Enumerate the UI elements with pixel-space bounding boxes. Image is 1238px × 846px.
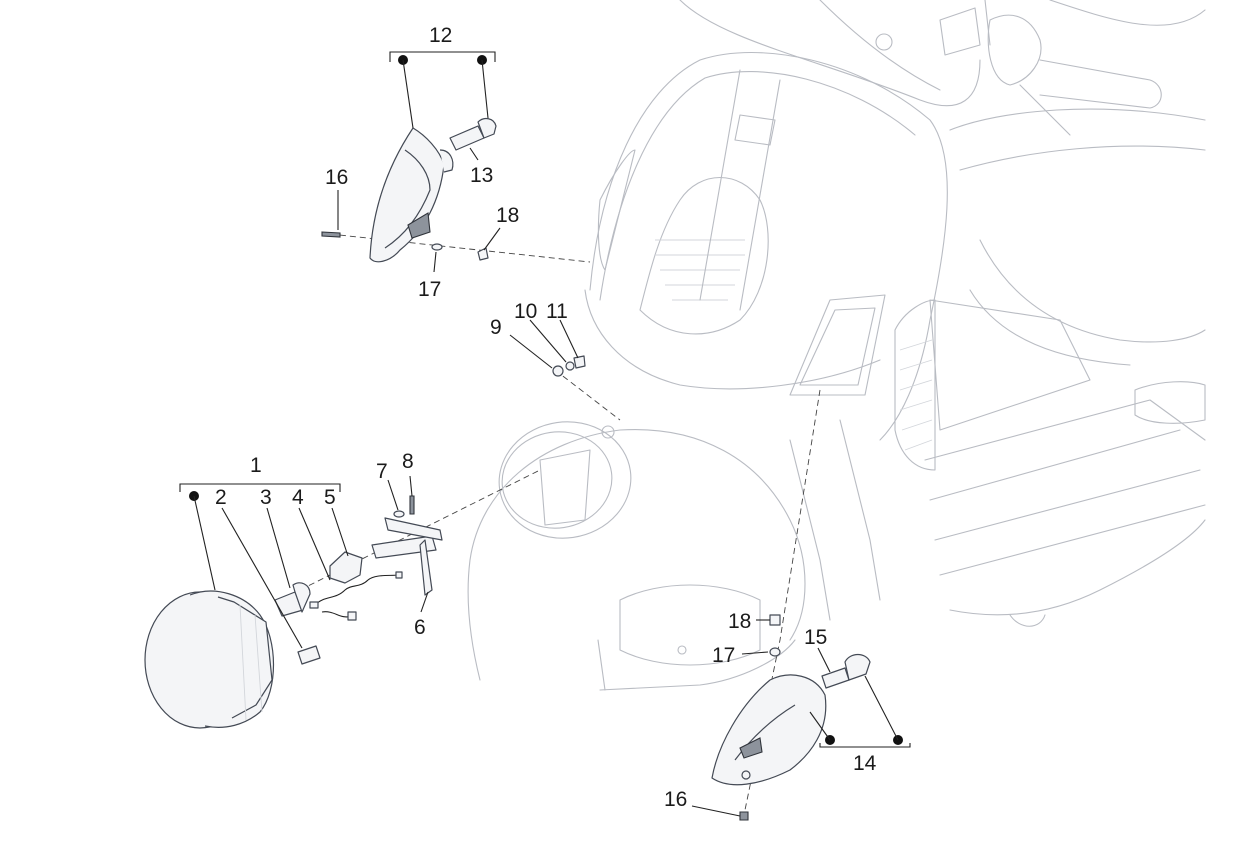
callout-4: 4 xyxy=(292,486,304,509)
bulb-holder xyxy=(329,551,363,584)
headlight-bulb xyxy=(274,582,311,617)
callout-15: 15 xyxy=(804,626,827,649)
left-clip xyxy=(477,247,489,261)
callout-12: 12 xyxy=(429,24,452,47)
scooter-body-outline xyxy=(467,0,1206,691)
callout-17-upper: 17 xyxy=(418,278,441,301)
right-bulb xyxy=(821,653,871,689)
left-bulb xyxy=(449,117,497,151)
callout-8: 8 xyxy=(402,450,414,473)
callout-9: 9 xyxy=(490,316,502,339)
left-washer xyxy=(431,243,443,251)
left-screw xyxy=(321,231,341,238)
callout-7: 7 xyxy=(376,460,388,483)
right-turn-indicator xyxy=(711,674,827,786)
callout-16-lower: 16 xyxy=(664,788,687,811)
callout-labels: 12 13 16 18 17 9 10 11 1 2 3 4 5 7 8 6 1… xyxy=(215,24,877,811)
wiring-harness xyxy=(309,571,403,621)
callout-17-lower: 17 xyxy=(712,644,735,667)
callout-leaders xyxy=(179,51,911,817)
callout-13: 13 xyxy=(470,164,493,187)
callout-5: 5 xyxy=(324,486,336,509)
callout-14: 14 xyxy=(853,752,877,775)
headlight-bracket xyxy=(371,517,443,596)
left-turn-indicator xyxy=(369,127,454,263)
headlight-unit xyxy=(144,590,274,729)
bracket-fasteners xyxy=(393,495,415,518)
callout-18-lower: 18 xyxy=(728,610,751,633)
callout-2: 2 xyxy=(215,486,227,509)
callout-18-upper: 18 xyxy=(496,204,519,227)
mount-fasteners xyxy=(552,355,586,377)
callout-3: 3 xyxy=(260,486,272,509)
parking-bulb xyxy=(297,645,321,665)
callout-1: 1 xyxy=(250,454,262,477)
callout-6: 6 xyxy=(414,616,426,639)
callout-16-upper: 16 xyxy=(325,166,348,189)
callout-11: 11 xyxy=(546,300,568,323)
callout-10: 10 xyxy=(514,300,537,323)
